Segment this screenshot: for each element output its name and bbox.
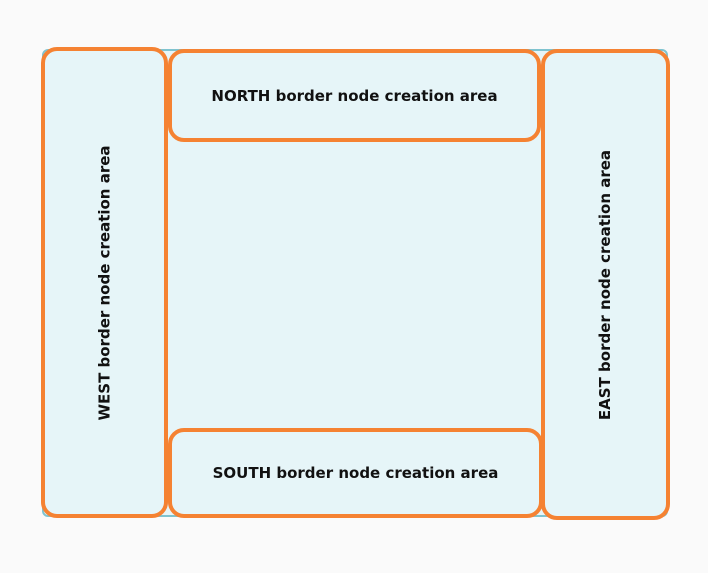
south-border-node-creation-area[interactable]: SOUTH border node creation area: [168, 428, 543, 518]
west-border-node-creation-area[interactable]: WEST border node creation area: [41, 47, 168, 518]
west-area-label: WEST border node creation area: [95, 144, 114, 421]
north-border-node-creation-area[interactable]: NORTH border node creation area: [168, 49, 541, 142]
east-border-node-creation-area[interactable]: EAST border node creation area: [541, 49, 670, 520]
east-area-label: EAST border node creation area: [596, 149, 615, 420]
north-area-label: NORTH border node creation area: [211, 86, 498, 105]
south-area-label: SOUTH border node creation area: [212, 464, 499, 482]
